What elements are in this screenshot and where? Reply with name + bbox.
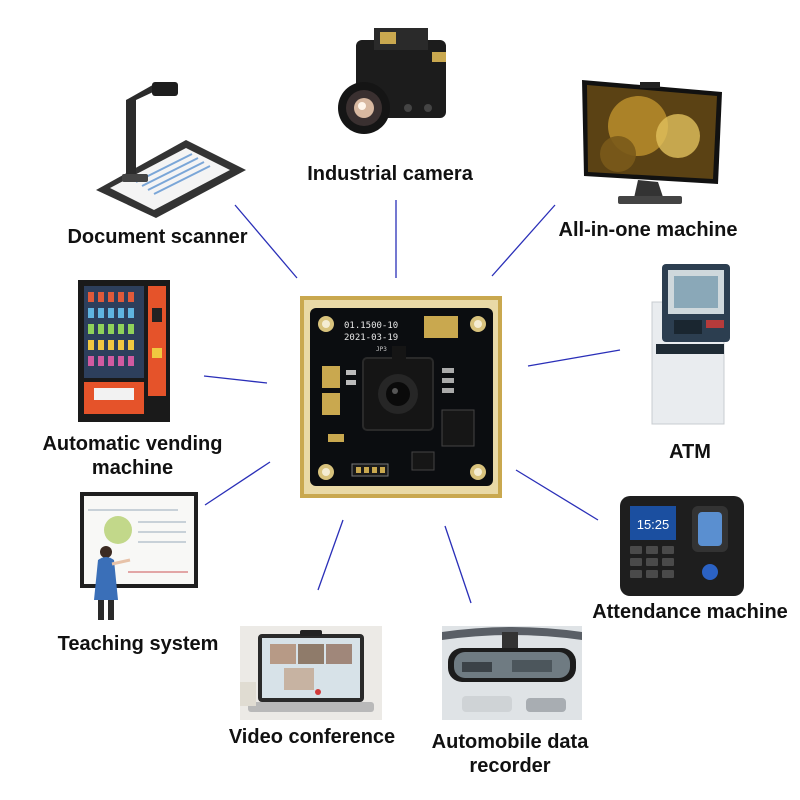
automobile-data-recorder-image [442,626,582,720]
label-all-in-one-machine: All-in-one machine [558,219,738,241]
connector-atm [527,349,621,367]
industrial-camera-image [328,22,458,140]
label-industrial-camera: Industrial camera [307,163,473,185]
label-document-scanner: Document scanner [67,226,248,248]
pcb-text-line2: 2021-03-19 [344,333,398,343]
pcb-text-line1: 01.1500-10 [344,321,398,331]
attendance-screen-time: 15:25 [637,517,670,532]
connector-all-in-one [491,204,556,277]
label-video-conference: Video conference [228,726,396,748]
connector-teaching [204,461,271,506]
document-scanner-image [96,78,246,218]
camera-module-board: 01.1500-10 2021-03-19 JP3 [300,296,502,498]
automatic-vending-machine-image [76,278,172,424]
label-teaching-system: Teaching system [57,633,219,655]
teaching-system-image [78,490,200,622]
atm-image [648,262,736,426]
connector-video-conference [317,519,344,591]
camera-module-board-illustration: 01.1500-10 2021-03-19 JP3 [300,296,502,498]
label-atm: ATM [669,441,711,463]
label-attendance-machine: Attendance machine [592,601,788,623]
video-conference-image [240,626,382,720]
connector-automobile [444,525,472,604]
connector-attendance [515,469,599,521]
connector-vending [203,375,268,384]
label-automobile-data-recorder: Automobile data recorder [431,731,589,777]
connector-document-scanner [234,204,298,279]
all-in-one-machine-image [578,76,726,212]
attendance-machine-image: 15:25 [618,494,746,598]
pcb-ref: JP3 [376,346,387,353]
label-automatic-vending-machine: Automatic vending machine [42,433,223,479]
